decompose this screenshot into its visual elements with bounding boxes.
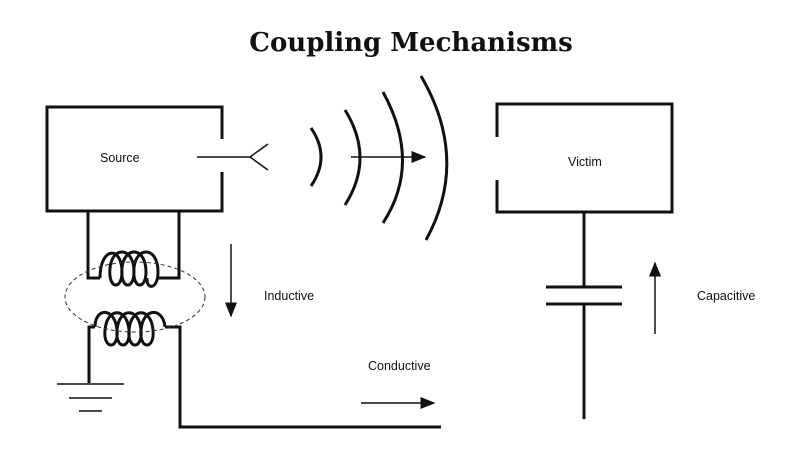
victim-box xyxy=(495,102,674,214)
source-label: Source xyxy=(100,151,140,165)
primary-coil xyxy=(86,211,181,288)
ground-icon xyxy=(57,383,124,412)
antenna-icon xyxy=(197,143,269,171)
mutual-coupling-ellipse xyxy=(64,261,206,333)
capacitor xyxy=(546,212,622,419)
diagram-title: Coupling Mechanisms xyxy=(249,28,573,58)
source-box xyxy=(45,105,224,213)
conductive-label: Conductive xyxy=(368,359,431,373)
secondary-coil xyxy=(87,310,441,429)
victim-label: Victim xyxy=(568,155,602,169)
radiated-waves xyxy=(309,75,449,241)
inductive-label: Inductive xyxy=(264,289,314,303)
capacitive-label: Capacitive xyxy=(697,289,755,303)
